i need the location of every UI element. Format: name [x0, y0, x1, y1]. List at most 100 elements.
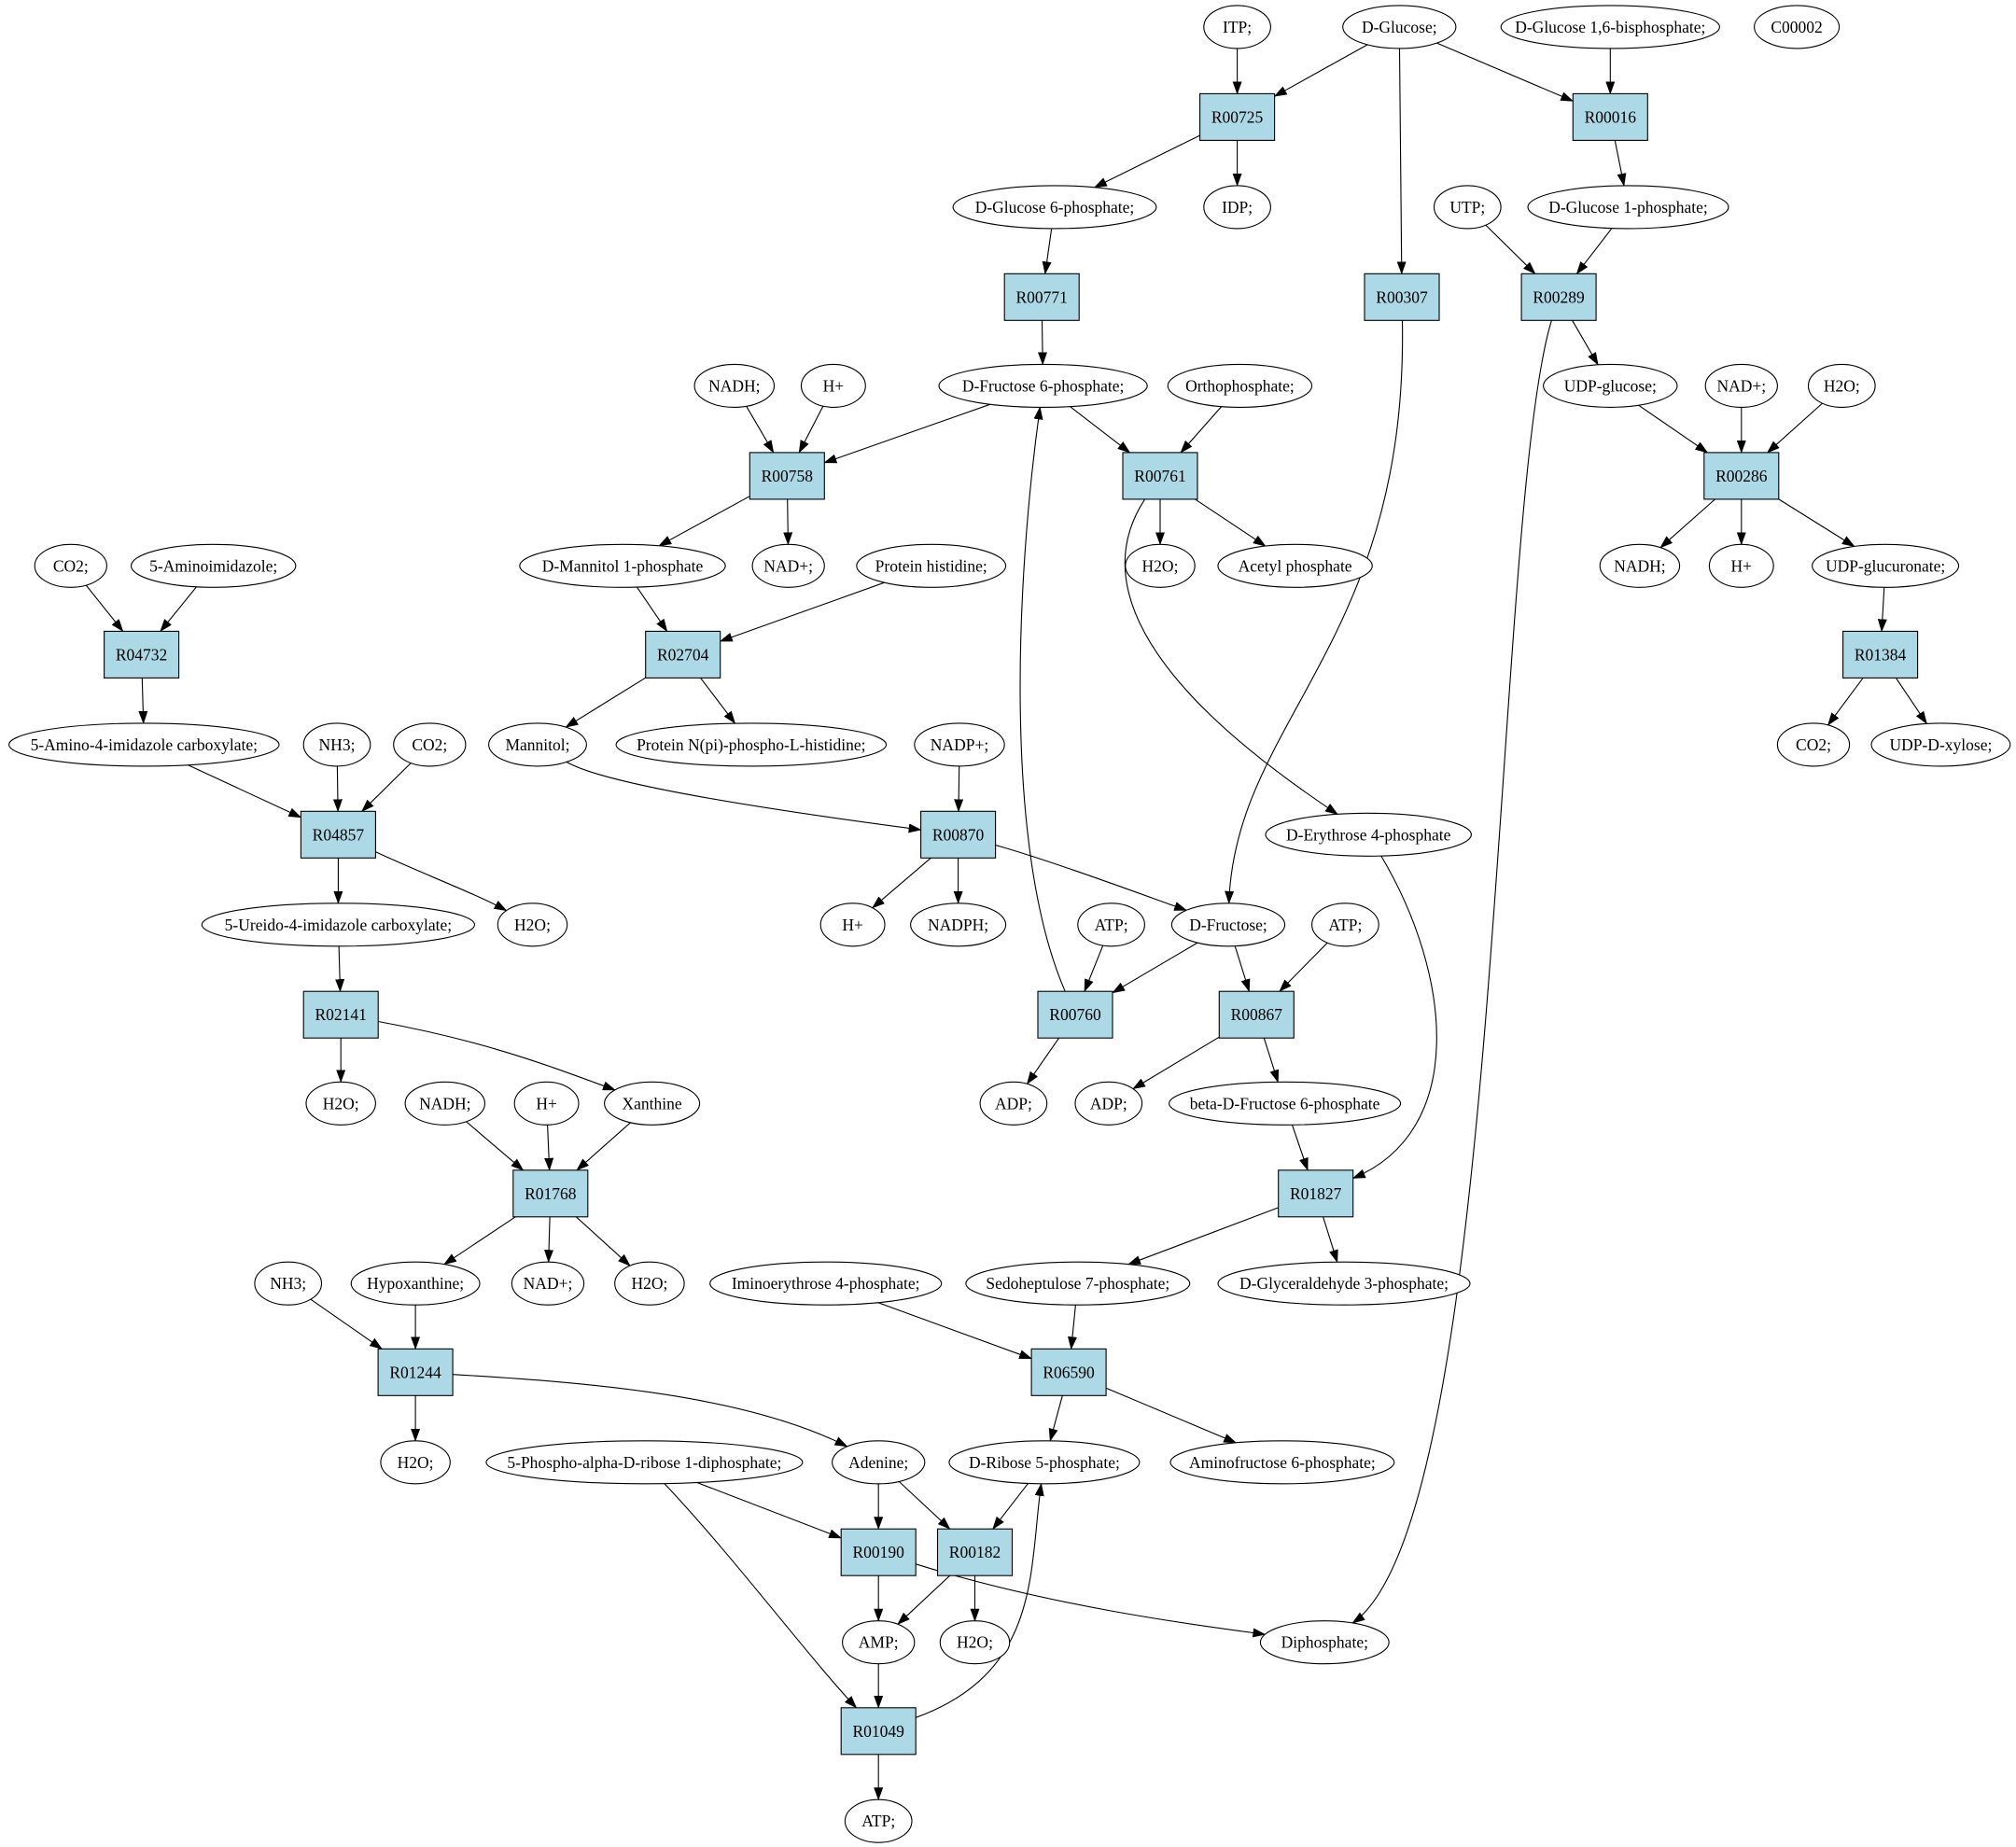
- compound-node-adp1[interactable]: ADP;: [979, 1081, 1048, 1126]
- reaction-node-r00867[interactable]: R00867: [1218, 990, 1295, 1039]
- compound-node-adp2[interactable]: ADP;: [1074, 1081, 1143, 1126]
- compound-node-xanthine[interactable]: Xanthine: [604, 1081, 701, 1126]
- compound-node-udpxyl[interactable]: UDP-D-xylose;: [1870, 722, 2011, 767]
- compound-node-nadp2[interactable]: NAD+;: [751, 543, 825, 588]
- compound-ellipse: [914, 722, 1005, 767]
- compound-node-h2o6[interactable]: H2O;: [380, 1440, 451, 1485]
- reaction-node-r02704[interactable]: R02704: [645, 630, 721, 679]
- compound-node-co2c[interactable]: CO2;: [1776, 722, 1851, 767]
- compound-label: Protein histidine;: [875, 556, 987, 575]
- reaction-node-r00182[interactable]: R00182: [936, 1528, 1014, 1576]
- compound-node-ureido[interactable]: 5-Ureido-4-imidazole carboxylate;: [201, 903, 476, 947]
- compound-node-hplus2[interactable]: H+: [1708, 543, 1774, 588]
- compound-node-mannitol[interactable]: Mannitol;: [488, 722, 587, 767]
- edge-R00867-to-adp2: [1132, 1036, 1220, 1090]
- compound-ellipse: [1169, 1440, 1395, 1485]
- reaction-node-r00016[interactable]: R00016: [1572, 92, 1648, 141]
- compound-node-nadh1[interactable]: NADH;: [693, 363, 776, 408]
- reaction-label: R00286: [1715, 467, 1768, 485]
- compound-ellipse: [1807, 363, 1876, 408]
- reaction-node-r01384[interactable]: R01384: [1842, 630, 1919, 679]
- compound-node-c00002[interactable]: C00002: [1754, 5, 1841, 49]
- compound-node-de4p[interactable]: D-Erythrose 4-phosphate: [1265, 812, 1472, 857]
- compound-node-bdf6p[interactable]: beta-D-Fructose 6-phosphate: [1169, 1081, 1402, 1126]
- reaction-node-r00771[interactable]: R00771: [1003, 273, 1080, 321]
- compound-node-nadp3[interactable]: NAD+;: [511, 1261, 585, 1306]
- reaction-node-r00725[interactable]: R00725: [1199, 92, 1276, 141]
- compound-label: H2O;: [631, 1274, 667, 1293]
- compound-node-co2a[interactable]: CO2;: [34, 543, 107, 588]
- compound-node-g3p[interactable]: D-Glyceraldehyde 3-phosphate;: [1217, 1261, 1471, 1306]
- compound-node-dg16bp[interactable]: D-Glucose 1,6-bisphosphate;: [1500, 5, 1720, 49]
- compound-node-hplus4[interactable]: H+: [513, 1081, 580, 1126]
- compound-node-utp[interactable]: UTP;: [1433, 185, 1502, 230]
- compound-node-ortho[interactable]: Orthophosphate;: [1167, 363, 1313, 408]
- compound-node-atp3[interactable]: ATP;: [844, 1798, 913, 1843]
- compound-node-h2o3[interactable]: H2O;: [497, 903, 568, 947]
- compound-node-itp[interactable]: ITP;: [1203, 5, 1271, 49]
- compound-node-nadp1[interactable]: NAD+;: [1704, 363, 1778, 408]
- compound-node-af6p[interactable]: Aminofructose 6-phosphate;: [1169, 1440, 1395, 1485]
- compound-node-nadpplus[interactable]: NADP+;: [914, 722, 1005, 767]
- compound-node-nadph[interactable]: NADPH;: [910, 903, 1007, 947]
- compound-node-dglucose[interactable]: D-Glucose;: [1342, 5, 1457, 49]
- compound-node-acetylp[interactable]: Acetyl phosphate: [1217, 543, 1373, 588]
- reaction-node-r00760[interactable]: R00760: [1037, 990, 1113, 1039]
- compound-node-adenine[interactable]: Adenine;: [832, 1440, 926, 1485]
- compound-node-dm1p[interactable]: D-Mannitol 1-phosphate: [519, 543, 726, 588]
- compound-node-df6p[interactable]: D-Fructose 6-phosphate;: [938, 363, 1148, 408]
- compound-node-h2o7[interactable]: H2O;: [939, 1620, 1011, 1665]
- compound-node-h2o2[interactable]: H2O;: [1125, 543, 1196, 588]
- compound-node-hplus1[interactable]: H+: [800, 363, 866, 408]
- reaction-node-r00870[interactable]: R00870: [920, 810, 997, 859]
- compound-node-h2o5[interactable]: H2O;: [614, 1261, 685, 1306]
- compound-node-nadh2[interactable]: NADH;: [1599, 543, 1681, 588]
- compound-node-protnpi[interactable]: Protein N(pi)-phospho-L-histidine;: [615, 722, 888, 767]
- compound-node-imino[interactable]: Iminoerythrose 4-phosphate;: [709, 1261, 943, 1306]
- reaction-node-r06590[interactable]: R06590: [1030, 1348, 1107, 1396]
- compound-node-amp[interactable]: AMP;: [842, 1620, 916, 1665]
- compound-node-idp[interactable]: IDP;: [1203, 185, 1271, 230]
- compound-node-aminoimid[interactable]: 5-Aminoimidazole;: [130, 543, 297, 588]
- compound-node-dg6p[interactable]: D-Glucose 6-phosphate;: [952, 185, 1157, 230]
- reaction-node-r00761[interactable]: R00761: [1122, 452, 1198, 500]
- compound-node-hypox[interactable]: Hypoxanthine;: [350, 1261, 481, 1306]
- compound-node-h2o1[interactable]: H2O;: [1807, 363, 1876, 408]
- compound-node-atp2[interactable]: ATP;: [1311, 903, 1379, 947]
- compound-node-udpglcur[interactable]: UDP-glucuronate;: [1812, 543, 1960, 588]
- compound-node-aicarbox[interactable]: 5-Amino-4-imidazole carboxylate;: [8, 722, 280, 767]
- edge-R00761-to-de4p: [1124, 498, 1338, 815]
- reaction-node-r00190[interactable]: R00190: [840, 1528, 917, 1576]
- compound-node-prothis[interactable]: Protein histidine;: [856, 543, 1007, 588]
- reaction-node-r01049[interactable]: R01049: [840, 1707, 917, 1756]
- compound-node-atp1[interactable]: ATP;: [1077, 903, 1145, 947]
- compound-node-dg1p[interactable]: D-Glucose 1-phosphate;: [1527, 185, 1729, 230]
- reaction-node-r01244[interactable]: R01244: [377, 1348, 454, 1396]
- compound-node-h2o4[interactable]: H2O;: [305, 1081, 376, 1126]
- reaction-node-r04732[interactable]: R04732: [104, 630, 180, 679]
- reaction-node-r00289[interactable]: R00289: [1520, 273, 1597, 321]
- compound-node-s7p[interactable]: Sedoheptulose 7-phosphate;: [965, 1261, 1191, 1306]
- edge-prpp-to-R01049: [664, 1483, 858, 1709]
- compound-node-dfru[interactable]: D-Fructose;: [1170, 903, 1286, 947]
- compound-node-co2b[interactable]: CO2;: [393, 722, 467, 767]
- compound-node-diphos[interactable]: Diphosphate;: [1259, 1620, 1390, 1665]
- reaction-node-r00286[interactable]: R00286: [1703, 452, 1780, 500]
- reaction-label: R00870: [932, 825, 985, 844]
- compound-node-hplus3[interactable]: H+: [819, 903, 886, 947]
- compound-node-nadh3[interactable]: NADH;: [404, 1081, 486, 1126]
- compound-node-nh3b[interactable]: NH3;: [254, 1261, 323, 1306]
- reaction-node-r01768[interactable]: R01768: [512, 1169, 589, 1218]
- compound-node-udpglc[interactable]: UDP-glucose;: [1543, 363, 1678, 408]
- reaction-node-r02141[interactable]: R02141: [302, 990, 379, 1039]
- reaction-node-r04857[interactable]: R04857: [300, 810, 376, 859]
- reaction-node-r00758[interactable]: R00758: [749, 452, 825, 500]
- reaction-node-r01827[interactable]: R01827: [1278, 1169, 1354, 1218]
- reaction-box: [1842, 630, 1919, 679]
- reaction-node-r00307[interactable]: R00307: [1364, 273, 1440, 321]
- compound-node-dr5p[interactable]: D-Ribose 5-phosphate;: [948, 1440, 1141, 1485]
- compound-node-nh3a[interactable]: NH3;: [302, 722, 371, 767]
- edge-R00190-to-diphos: [916, 1563, 1267, 1638]
- compound-node-prpp[interactable]: 5-Phospho-alpha-D-ribose 1-diphosphate;: [485, 1440, 804, 1485]
- reaction-box: [104, 630, 180, 679]
